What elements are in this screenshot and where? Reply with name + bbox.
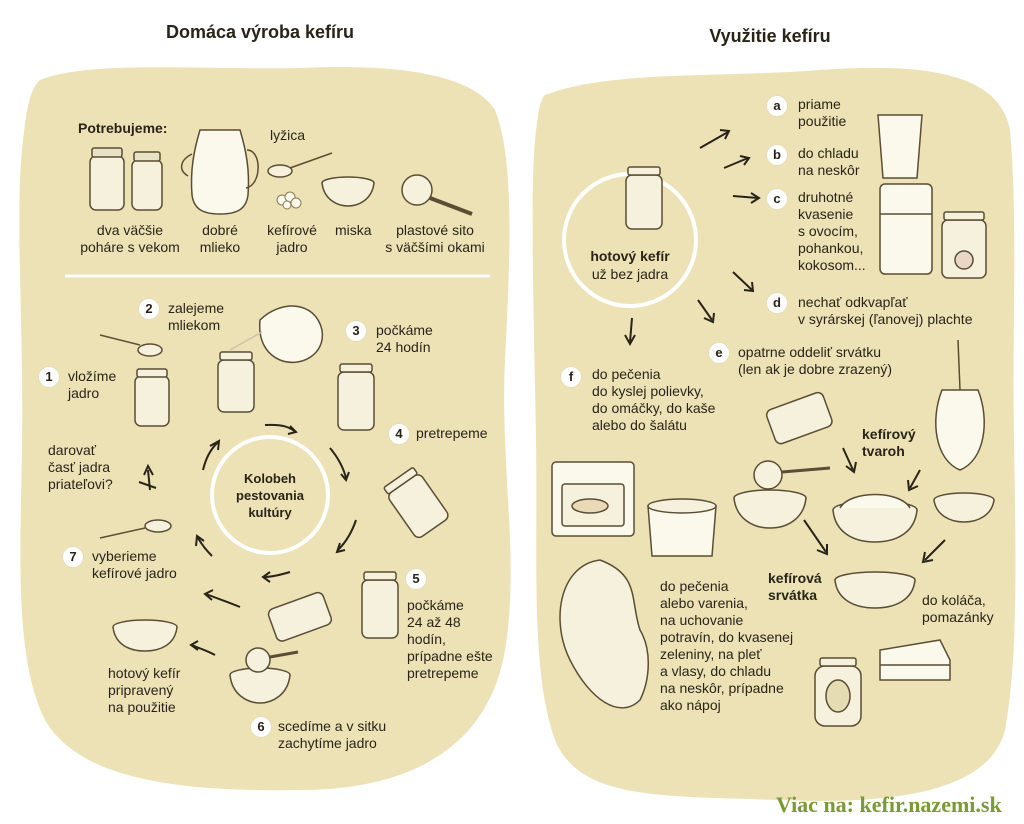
step-3-number: 3 [345,320,367,342]
item-spoon-label: lyžica [270,127,306,143]
cycle-center-label: Kolobeh pestovania kultúry [236,471,304,520]
share-text: darovať časť jadra priateľovi? [48,442,113,492]
step-illustrations [99,305,449,704]
cycle-circle [210,435,330,555]
step-1-text: vložíme jadro [68,368,117,401]
srvatka-label: kefírová srvátka [768,570,822,603]
item-grain-label: kefírové jadro [267,222,317,255]
use-c-letter: c [766,188,788,210]
left-title: Domáca výroba kefíru [165,22,355,42]
milk-pitcher-icon [180,129,259,215]
use-f-text: do pečenia do kyslej polievky, do omáčky… [592,366,716,433]
use-c-text: druhotné kvasenie s ovocím, pohankou, ko… [798,189,866,273]
item-milk-label: dobré mlieko [199,222,241,255]
srvatka-use-text: do pečenia alebo varenia, na uchovanie p… [660,578,794,713]
step-4-number: 4 [388,423,410,445]
use-b-letter: b [766,144,788,166]
step-6-text: scedíme a v sitku zachytíme jadro [278,718,387,751]
spoon-icon [267,152,333,178]
cycle-arrows [138,423,357,656]
use-f-letter: f [560,366,582,388]
item-sieve-label: plastové sito s väčšími okami [385,222,485,255]
item-jars-label: dva väčšie poháre s vekom [80,222,180,255]
use-e-letter: e [708,342,730,364]
ready-text: hotový kefír pripravený na použitie [108,665,181,715]
right-title: Využitie kefíru [709,26,831,46]
use-e-text: opatrne oddeliť srvátku (len ak je dobre… [738,344,893,377]
step-4-text: pretrepeme [416,425,488,441]
jar-icons [89,147,163,211]
footer-link[interactable]: Viac na: kefir.nazemi.sk [776,792,1002,817]
use-a-text: priame použitie [798,96,847,129]
step-6-number: 6 [250,716,272,738]
kefir-jar-icon [625,166,663,230]
sieve-icon [401,174,473,216]
use-b-text: do chladu na neskôr [798,145,860,178]
step-7-number: 7 [62,546,84,568]
use-a-letter: a [766,95,788,117]
needs-label: Potrebujeme: [78,120,168,136]
use-d-text: nechať odkvapľať v syrárskej (ľanovej) p… [798,294,973,327]
step-5-number: 5 [405,568,427,590]
step-3-text: počkáme 24 hodín [376,322,433,355]
step-2-number: 2 [138,298,160,320]
kefir-center-title: hotový kefír [590,248,670,264]
use-d-letter: d [766,292,788,314]
step-7-text: vyberieme kefírové jadro [92,548,177,581]
kefir-grain-icon [276,191,302,210]
item-bowl-label: miska [335,222,372,238]
kefir-center-subtitle: už bez jadra [591,266,669,282]
use-arrows [624,129,946,564]
step-2-text: zalejeme mliekom [168,300,225,333]
step-1-number: 1 [38,366,60,388]
bowl-icon [321,176,375,207]
tvaroh-use-text: do koláča, pomazánky [922,592,994,625]
tvaroh-label: kefírový tvaroh [862,426,916,459]
step-5-text: počkáme 24 až 48 hodín, prípadne ešte pr… [407,597,493,681]
use-illustrations [551,114,995,727]
